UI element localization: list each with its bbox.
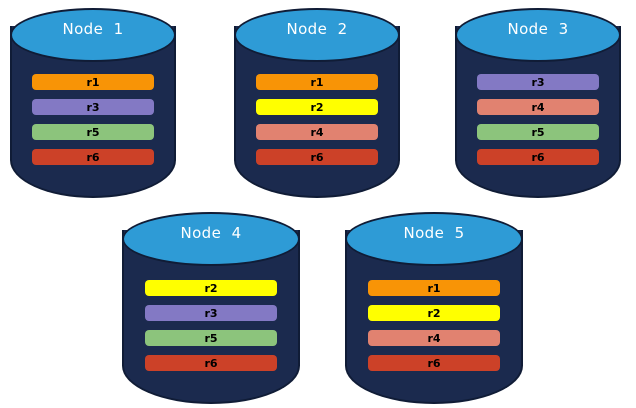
replica-bar[interactable]: r6 <box>368 355 500 371</box>
cylinder-top-ellipse <box>234 8 400 62</box>
replica-bar[interactable]: r6 <box>31 149 155 165</box>
replica-bar[interactable]: r4 <box>255 124 379 140</box>
cylinder-top-ellipse <box>345 212 523 266</box>
replica-bar[interactable]: r4 <box>368 330 500 346</box>
replica-bar[interactable]: r3 <box>31 99 155 115</box>
replica-list: r1 r2 r4 r6 <box>345 280 523 371</box>
replica-bar[interactable]: r2 <box>368 305 500 321</box>
replica-bar[interactable]: r6 <box>476 149 600 165</box>
cylinder-top-ellipse <box>122 212 300 266</box>
replica-list: r2 r3 r5 r6 <box>122 280 300 371</box>
replica-bar[interactable]: r3 <box>145 305 277 321</box>
replica-bar[interactable]: r5 <box>31 124 155 140</box>
replica-bar[interactable]: r5 <box>476 124 600 140</box>
replica-bar[interactable]: r1 <box>255 74 379 90</box>
cylinder-top-ellipse <box>455 8 621 62</box>
replica-bar[interactable]: r2 <box>145 280 277 296</box>
replica-bar[interactable]: r1 <box>31 74 155 90</box>
cylinder-top-ellipse <box>10 8 176 62</box>
replica-list: r3 r4 r5 r6 <box>455 74 621 165</box>
replica-bar[interactable]: r5 <box>145 330 277 346</box>
replica-list: r1 r2 r4 r6 <box>234 74 400 165</box>
replica-list: r1 r3 r5 r6 <box>10 74 176 165</box>
replica-bar[interactable]: r2 <box>255 99 379 115</box>
replica-bar[interactable]: r3 <box>476 74 600 90</box>
replica-bar[interactable]: r6 <box>255 149 379 165</box>
replica-bar[interactable]: r4 <box>476 99 600 115</box>
replica-bar[interactable]: r6 <box>145 355 277 371</box>
replica-bar[interactable]: r1 <box>368 280 500 296</box>
